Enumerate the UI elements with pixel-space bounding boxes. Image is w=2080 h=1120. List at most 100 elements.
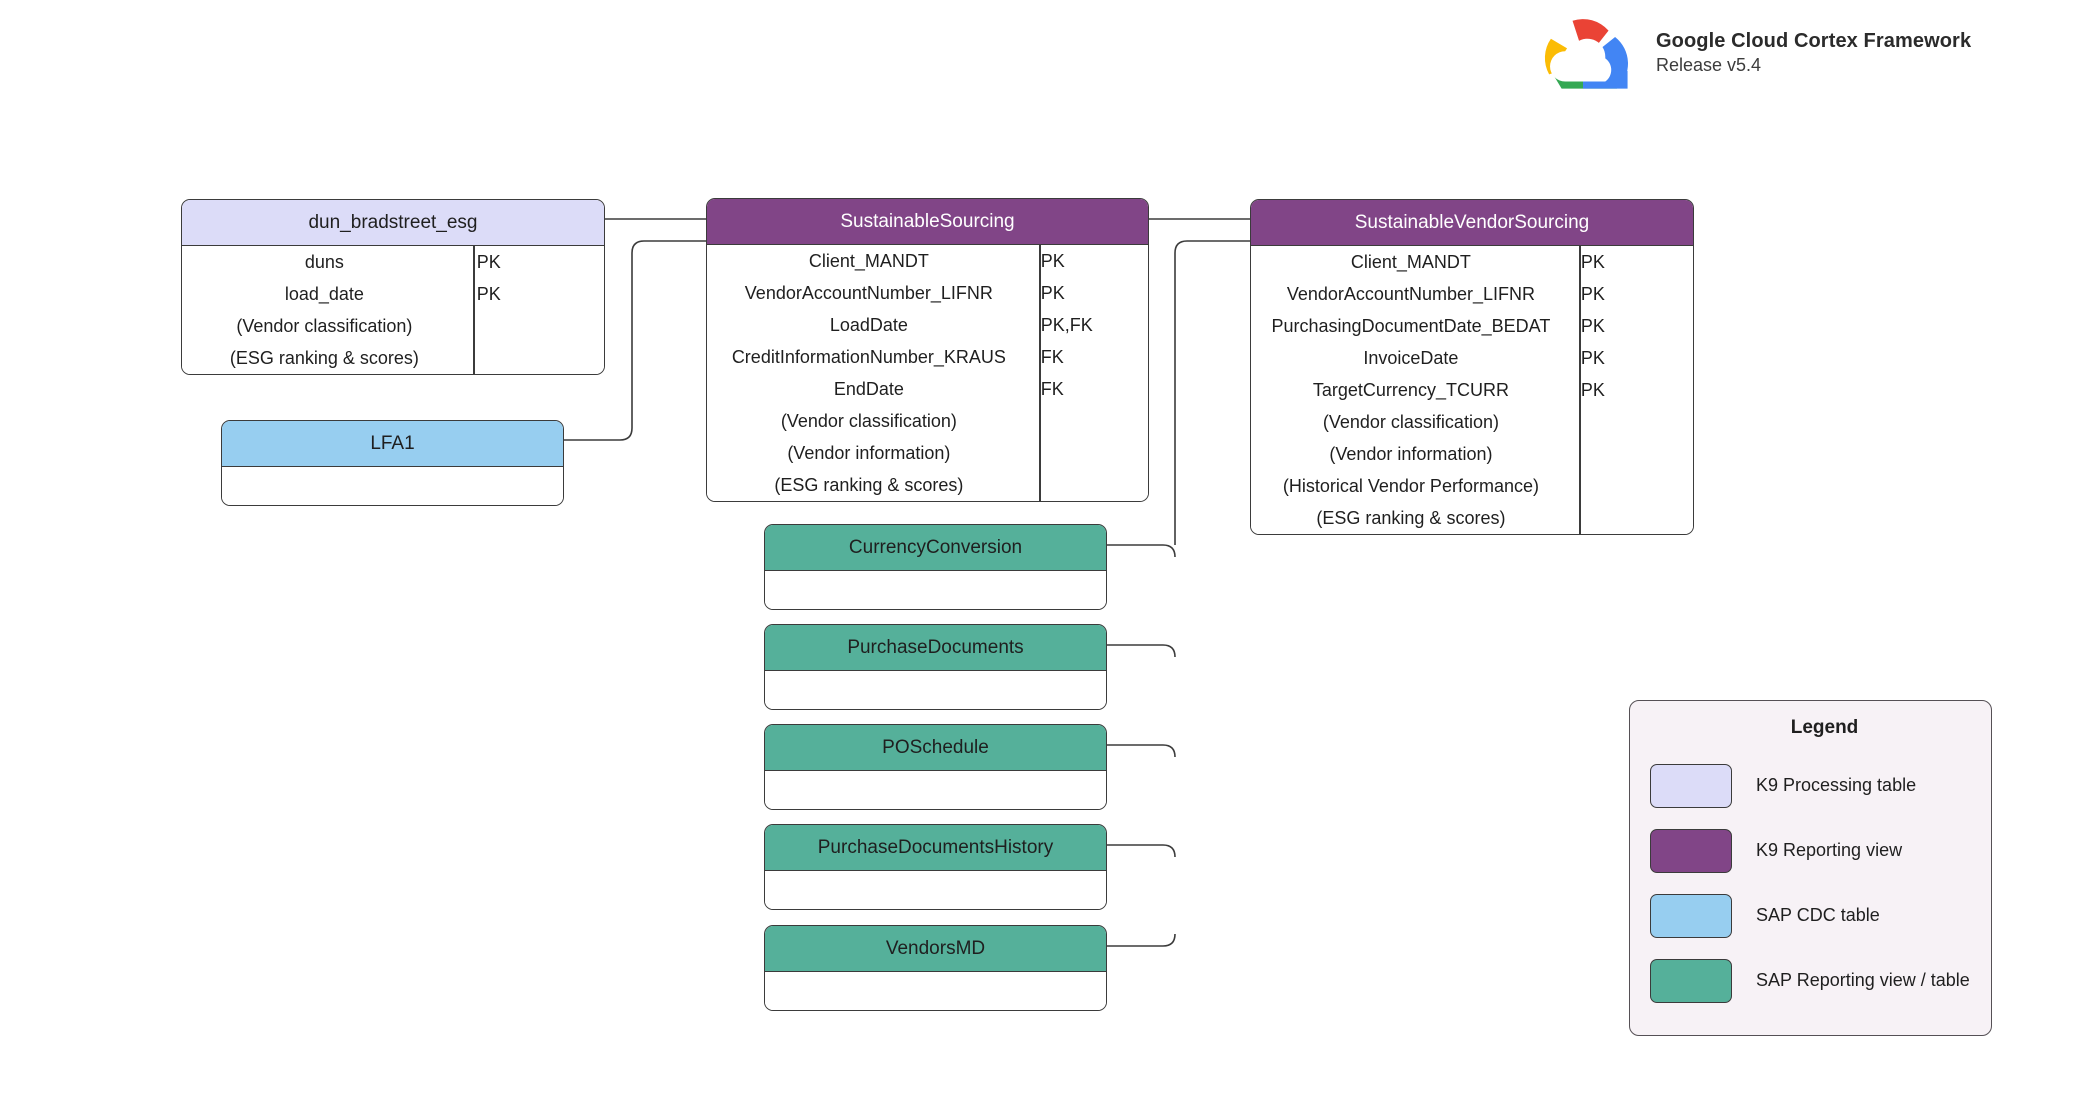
entity-header: LFA1 [222, 421, 563, 467]
legend-panel: Legend K9 Processing table K9 Reporting … [1629, 700, 1992, 1036]
attribute-name: CreditInformationNumber_KRAUS [731, 346, 1006, 367]
attribute-name: (Vendor classification) [780, 410, 957, 431]
connector-sap-bus-to-vendorsourcing [1174, 240, 1250, 545]
entity-purchasedocuments[interactable]: PurchaseDocuments [764, 624, 1107, 710]
entity-header: SustainableVendorSourcing [1251, 200, 1693, 246]
attribute-name: LoadDate [829, 314, 908, 335]
attribute-row: CreditInformationNumber_KRAUS FK [707, 341, 1148, 373]
attribute-key: FK [1040, 378, 1064, 399]
entity-body [765, 972, 1106, 1010]
google-cloud-logo [1544, 19, 1628, 89]
attribute-row: (ESG ranking & scores) [1251, 502, 1693, 534]
legend-label: SAP CDC table [1756, 905, 1880, 925]
attribute-name: (ESG ranking & scores) [1316, 507, 1506, 528]
attribute-name: Client_MANDT [808, 250, 929, 271]
entity-body [765, 771, 1106, 809]
attribute-key: PK [1580, 347, 1605, 368]
attribute-row: (ESG ranking & scores) [182, 342, 604, 374]
entity-header: VendorsMD [765, 926, 1106, 972]
attribute-row: (Vendor classification) [707, 405, 1148, 437]
attribute-row: VendorAccountNumber_LIFNR PK [1251, 278, 1693, 310]
attribute-row: EndDate FK [707, 373, 1148, 405]
attribute-name: PurchasingDocumentDate_BEDAT [1271, 315, 1551, 336]
connector-poschedule-to-bus [1107, 744, 1176, 758]
attribute-name: (ESG ranking & scores) [774, 474, 964, 495]
entity-body: Client_MANDT PK VendorAccountNumber_LIFN… [707, 245, 1148, 501]
attribute-row: load_date PK [182, 278, 604, 310]
brand-title: Google Cloud Cortex Framework [1656, 29, 1972, 52]
entity-header: PurchaseDocuments [765, 625, 1106, 671]
attribute-row: (Vendor information) [707, 437, 1148, 469]
brand-release: Release v5.4 [1656, 55, 1762, 76]
attribute-row: LoadDate PK,FK [707, 309, 1148, 341]
legend-swatch-sap-cdc [1650, 893, 1732, 938]
attribute-name: EndDate [833, 378, 904, 399]
legend-item: K9 Reporting view [1650, 818, 1971, 883]
entity-sustainablevendorsourcing[interactable]: SustainableVendorSourcing Client_MANDT P… [1250, 199, 1694, 535]
entity-sustainablesourcing[interactable]: SustainableSourcing Client_MANDT PK Vend… [706, 198, 1149, 502]
attribute-name: (Vendor information) [1329, 443, 1493, 464]
attribute-name: (ESG ranking & scores) [229, 347, 419, 368]
legend-swatch-sap-reporting [1650, 958, 1732, 1003]
legend-label: K9 Processing table [1756, 775, 1917, 795]
attribute-row: TargetCurrency_TCURR PK [1251, 374, 1693, 406]
entity-header: dun_bradstreet_esg [182, 200, 604, 246]
attribute-key: FK [1040, 346, 1064, 367]
entity-body [765, 671, 1106, 709]
entity-poschedule[interactable]: POSchedule [764, 724, 1107, 810]
entity-lfa1[interactable]: LFA1 [221, 420, 564, 506]
connector-vendorsmd-to-bus [1107, 933, 1176, 947]
attribute-row: PurchasingDocumentDate_BEDAT PK [1251, 310, 1693, 342]
legend-title: Legend [1790, 717, 1859, 738]
legend-item: SAP CDC table [1650, 883, 1971, 948]
attribute-name: InvoiceDate [1363, 347, 1459, 368]
legend-label: SAP Reporting view / table [1756, 970, 1970, 990]
attribute-name: (Vendor classification) [236, 315, 413, 336]
entity-dun-bradstreet-esg[interactable]: dun_bradstreet_esg duns PK load_date PK … [181, 199, 605, 375]
attribute-row: duns PK [182, 246, 604, 278]
attribute-row: (Vendor classification) [1251, 406, 1693, 438]
attribute-key: PK,FK [1040, 314, 1093, 335]
attribute-key: PK [476, 283, 501, 304]
entity-vendorsmd[interactable]: VendorsMD [764, 925, 1107, 1011]
attribute-row: (ESG ranking & scores) [707, 469, 1148, 501]
entity-header: SustainableSourcing [707, 199, 1148, 245]
connector-purchasedocumentshistory-to-bus [1107, 844, 1176, 858]
legend-item: SAP Reporting view / table [1650, 948, 1971, 1013]
attribute-key: PK [1580, 379, 1605, 400]
legend-label: K9 Reporting view [1756, 840, 1903, 860]
attribute-row: (Vendor classification) [182, 310, 604, 342]
attribute-name: duns [304, 251, 344, 272]
attribute-row: (Historical Vendor Performance) [1251, 470, 1693, 502]
connector-currencyconversion-to-bus [1107, 544, 1176, 558]
attribute-name: (Vendor information) [787, 442, 951, 463]
attribute-name: (Historical Vendor Performance) [1282, 475, 1539, 496]
entity-body [222, 467, 563, 505]
attribute-name: load_date [284, 283, 364, 304]
attribute-name: TargetCurrency_TCURR [1312, 379, 1509, 400]
attribute-row: VendorAccountNumber_LIFNR PK [707, 277, 1148, 309]
entity-header: CurrencyConversion [765, 525, 1106, 571]
attribute-key: PK [1580, 315, 1605, 336]
entity-body [765, 871, 1106, 909]
entity-purchasedocumentshistory[interactable]: PurchaseDocumentsHistory [764, 824, 1107, 910]
legend-swatch-k9-processing [1650, 763, 1732, 808]
legend-item: K9 Processing table [1650, 753, 1971, 818]
entity-body: Client_MANDT PK VendorAccountNumber_LIFN… [1251, 246, 1693, 534]
entity-header: POSchedule [765, 725, 1106, 771]
brand-text: Google Cloud Cortex Framework Release v5… [1656, 29, 1971, 78]
attribute-key: PK [1040, 250, 1065, 271]
attribute-row: Client_MANDT PK [707, 245, 1148, 277]
attribute-key: PK [1580, 251, 1605, 272]
brand-header: Google Cloud Cortex Framework Release v5… [1528, 12, 1971, 94]
attribute-name: VendorAccountNumber_LIFNR [1286, 283, 1535, 304]
attribute-name: VendorAccountNumber_LIFNR [744, 282, 993, 303]
connector-purchasedocuments-to-bus [1107, 644, 1176, 658]
attribute-name: (Vendor classification) [1322, 411, 1499, 432]
attribute-name: Client_MANDT [1350, 251, 1471, 272]
entity-currencyconversion[interactable]: CurrencyConversion [764, 524, 1107, 610]
attribute-key: PK [476, 251, 501, 272]
entity-body [765, 571, 1106, 609]
attribute-row: InvoiceDate PK [1251, 342, 1693, 374]
